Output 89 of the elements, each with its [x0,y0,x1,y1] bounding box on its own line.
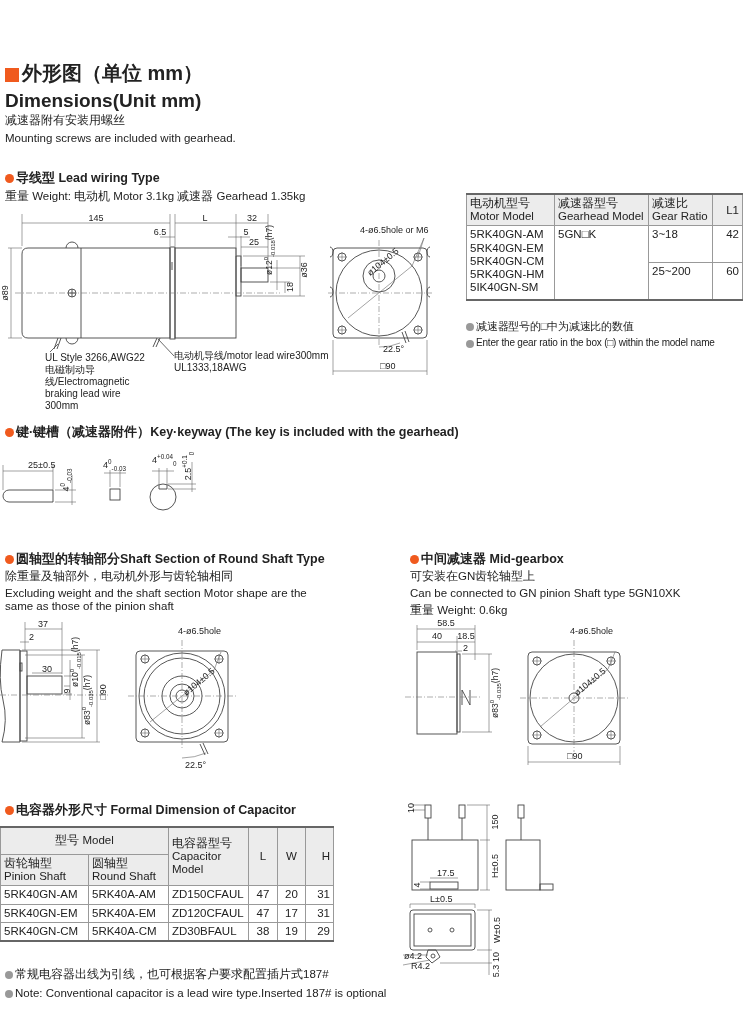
table-entry: 20 [277,885,306,905]
dimension-label: 2 [29,632,34,643]
column-header: 型号 Model [0,827,169,855]
section-heading: 电容器外形尺寸 Formal Dimension of Capacitor [16,803,296,818]
dimension-label: 10 [405,803,417,813]
table-entry: 17 [277,904,306,923]
dimension-label: 10 [490,952,502,962]
table-entry: 5RK40A-EM [88,904,169,923]
note-text: 常规电容器出线为引线，也可根据客户要求配置插片式187# [15,968,329,982]
dimension-label: 4-ø6.5hole [178,626,222,637]
dimension-label: ø36 [298,262,310,278]
dimension-label: 4-ø6.5hole [570,626,614,637]
weight-text: 重量 Weight: 0.6kg [410,604,508,618]
description-text: Excluding weight and the shaft section Motor shape are the same as those of the pinion shaft [5,587,308,614]
column-header: 电容器型号 Capacitor Model [168,827,249,886]
dimension-label: □90 [567,751,583,762]
dimension-label: 37 [38,619,48,630]
dimension-label: 22.5° [383,344,405,355]
dimension-label: H±0.5 [489,854,501,878]
section-heading: 中间减速器 Mid-gearbox [421,552,564,567]
intro-text: Mounting screws are included with gearhead. [5,132,236,146]
description-text: 除重量及轴部外，电动机外形与齿轮轴相同 [5,570,233,584]
section-heading: 键·键槽（减速器附件）Key·keyway (The key is included with the gearhead) [16,425,459,440]
wire-spec-text: UL1333,18AWG [174,362,248,374]
dimension-label: □90 [380,361,396,372]
wire-spec-text: 电磁制动导线/Electromagnetic braking lead wire 300mm [45,364,131,412]
table-entry: 31 [305,904,334,923]
table-entry: 3~18 [648,225,713,263]
table-entry: 5RK40GN-AM 5RK40GN-EM 5RK40GN-CM 5RK40GN-HM 5IK40GN-SM [466,225,555,301]
page-title: 外形图（单位 mm） [22,62,204,85]
dimension-label: 2 [463,643,468,654]
dimension-label: 58.5 [437,618,455,629]
wire-spec-text: 电动机导线/motor lead wire300mm [174,350,330,362]
dimension-label: 25±0.5 [28,460,56,471]
intro-text: 减速器附有安装用螺丝 [5,114,125,128]
dimension-label: 5 [243,227,249,238]
dimension-label: 18 [284,282,296,292]
dimension-label: 32 [247,213,257,224]
leader-line [157,338,175,357]
dimension-label: 18.5 [457,631,475,642]
table-entry: 5RK40GN-AM [0,885,89,905]
dimension-label: 4 [411,882,423,888]
column-header: 圆轴型 Round Shaft [88,854,169,886]
dimension-label: L [202,213,208,224]
column-header: L1 [712,194,743,226]
dimension-label: 22.5° [185,760,207,771]
wire-spec-text: UL Style 3266,AWG22 [45,352,146,364]
description-text: Can be connected to GN pinion Shaft type 5GN10XK [410,587,681,601]
dimension-label: 6.5 [153,227,167,238]
dimension-label: 25 [249,237,259,248]
table-entry: ZD150CFAUL [168,885,249,905]
dimension-label: ø89 [0,285,11,301]
dimension-label: 5.3 [490,964,502,978]
column-header: 齿轮轴型 Pinion Shaft [0,854,89,886]
dimension-label: 30 [42,664,52,675]
column-header: L [248,827,278,886]
section-heading: 导线型 Lead wiring Type [16,171,160,186]
note-text: Note: Conventional capacitor is a lead wire type.Inserted 187# is optional [15,987,387,1001]
description-text: 可安装在GN齿轮轴型上 [410,570,536,584]
section-heading: 圆轴型的转轴部分Shaft Section of Round Shaft Type [16,552,325,567]
table-entry: 47 [248,885,278,905]
dimension-label: □90 [97,684,109,700]
table-entry: 5RK40A-AM [88,885,169,905]
dimension-label: 17.5 [437,868,455,879]
table-entry: 5RK40GN-EM [0,904,89,923]
dimension-label: 40 [432,631,442,642]
note-text: 减速器型号的□中为减速比的数值 [476,320,634,333]
column-header: W [277,827,306,886]
dimension-label: R4.2 [411,961,430,972]
table-entry: 47 [248,904,278,923]
weight-text: 重量 Weight: 电动机 Motor 3.1kg 减速器 Gearhead 1.35kg [5,190,306,204]
column-header: 减速比 Gear Ratio [648,194,713,226]
table-entry: 42 [712,225,743,263]
column-header: H [305,827,334,886]
column-header: 减速器型号 Gearhead Model [554,194,649,226]
table-entry: 5RK40GN-CM [0,922,89,942]
table-entry: ZD120CFAUL [168,904,249,923]
note-text: Enter the gear ratio in the box (□) within the model name [476,337,715,349]
column-header: 电动机型号 Motor Model [466,194,555,226]
subtitle: Dimensions(Unit mm) [5,90,202,112]
dimension-label: 4-ø6.5hole or M6 [360,225,429,236]
table-entry: 31 [305,885,334,905]
dimension-label: ø4.2 [404,951,422,962]
leader-line [49,343,59,353]
dimension-label: 145 [88,213,104,224]
dimension-label: 150 [489,814,501,830]
dimension-label: 9 [61,688,73,694]
dimension-label: L±0.5 [430,894,453,905]
dimension-label: W±0.5 [491,917,503,943]
